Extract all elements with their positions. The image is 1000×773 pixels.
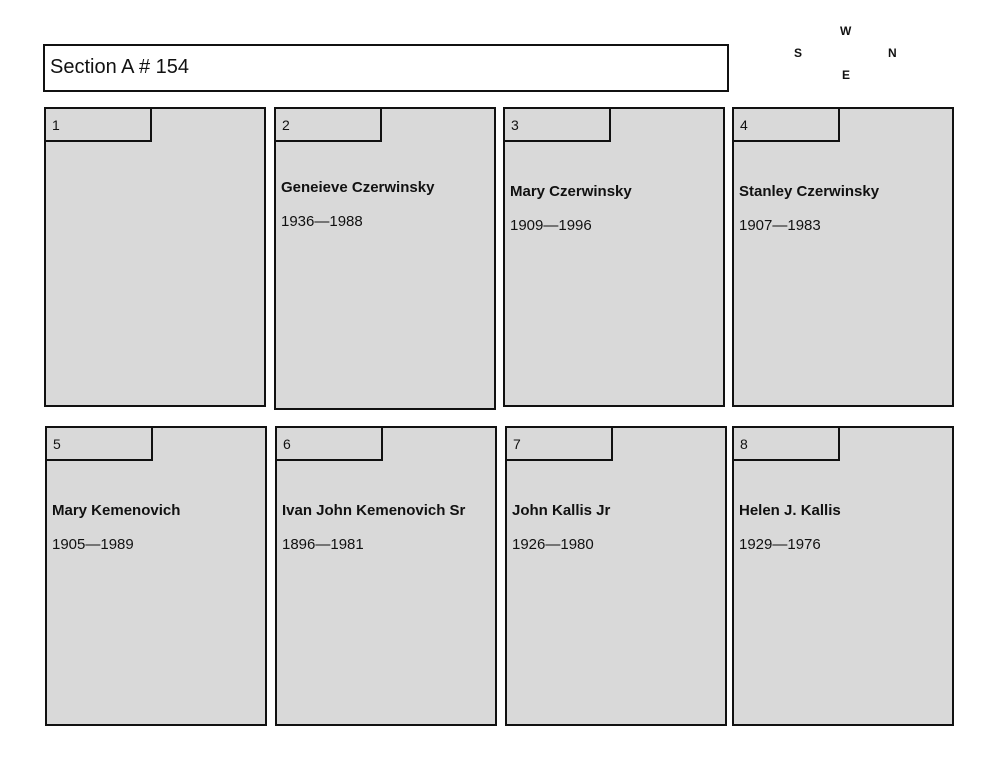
plot-number: 5 bbox=[47, 428, 153, 461]
plot-name: Mary Kemenovich bbox=[52, 502, 181, 519]
plot-number: 8 bbox=[734, 428, 840, 461]
compass-right-label: N bbox=[888, 46, 897, 60]
plot-3[interactable]: 3 Mary Czerwinsky 1909—1996 bbox=[503, 107, 725, 407]
compass-left-label: S bbox=[794, 46, 803, 60]
plot-7[interactable]: 7 John Kallis Jr 1926—1980 bbox=[505, 426, 727, 726]
plot-name: Mary Czerwinsky bbox=[510, 183, 632, 200]
plot-name: Ivan John Kemenovich Sr bbox=[282, 502, 466, 519]
plot-5[interactable]: 5 Mary Kemenovich 1905—1989 bbox=[45, 426, 267, 726]
plot-dates: 1929—1976 bbox=[739, 536, 821, 553]
plot-number: 7 bbox=[507, 428, 613, 461]
plot-number: 1 bbox=[46, 109, 152, 142]
plot-2[interactable]: 2 Geneieve Czerwinsky 1936—1988 bbox=[274, 107, 496, 410]
plot-8[interactable]: 8 Helen J. Kallis 1929—1976 bbox=[732, 426, 954, 726]
plot-number: 4 bbox=[734, 109, 840, 142]
plot-name: John Kallis Jr bbox=[512, 502, 611, 519]
plot-dates: 1936—1988 bbox=[281, 213, 363, 230]
plot-dates: 1926—1980 bbox=[512, 536, 594, 553]
plot-1[interactable]: 1 bbox=[44, 107, 266, 407]
plot-dates: 1909—1996 bbox=[510, 217, 592, 234]
plot-name: Helen J. Kallis bbox=[739, 502, 841, 519]
plot-name: Stanley Czerwinsky bbox=[739, 183, 880, 200]
compass-bottom-label: E bbox=[842, 68, 851, 82]
compass-top-label: W bbox=[840, 24, 852, 38]
plot-6[interactable]: 6 Ivan John Kemenovich Sr 1896—1981 bbox=[275, 426, 497, 726]
plot-dates: 1907—1983 bbox=[739, 217, 821, 234]
plot-dates: 1896—1981 bbox=[282, 536, 364, 553]
plot-dates: 1905—1989 bbox=[52, 536, 134, 553]
plot-number: 3 bbox=[505, 109, 611, 142]
plot-number: 2 bbox=[276, 109, 382, 142]
section-title-box: Section A # 154 bbox=[43, 44, 729, 92]
compass-rose: W S N E bbox=[780, 20, 910, 90]
plot-number: 6 bbox=[277, 428, 383, 461]
section-title: Section A # 154 bbox=[50, 56, 190, 78]
plot-name: Geneieve Czerwinsky bbox=[281, 179, 435, 196]
plot-4[interactable]: 4 Stanley Czerwinsky 1907—1983 bbox=[732, 107, 954, 407]
